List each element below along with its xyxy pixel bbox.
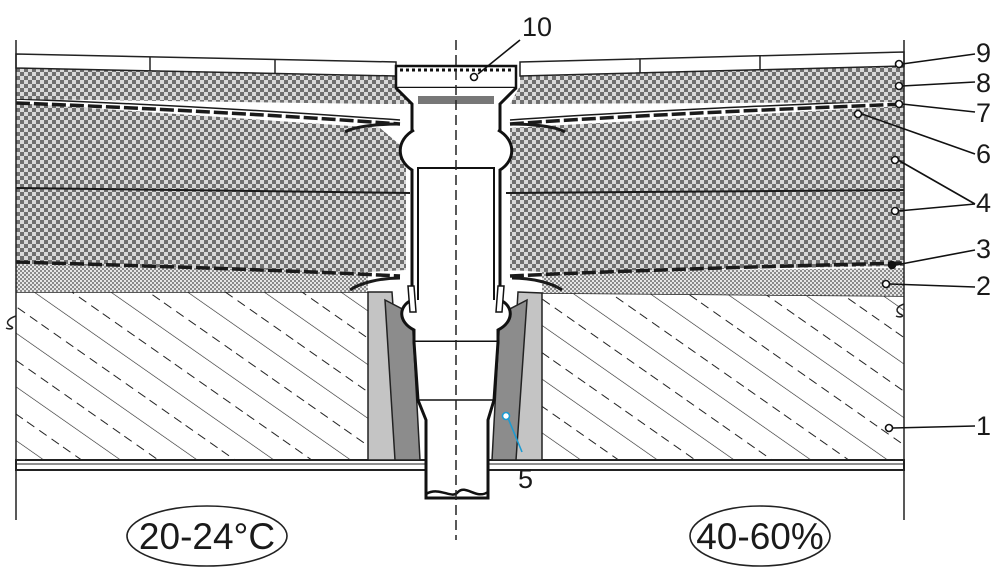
label-9: 9 <box>976 38 991 68</box>
humidity-badge: 40-60% <box>689 505 831 567</box>
label-4: 4 <box>976 188 991 218</box>
callout-leaders <box>469 39 976 453</box>
drain-sleeve <box>367 291 543 461</box>
section-boundaries <box>5 40 905 520</box>
humidity-text: 40-60% <box>696 516 824 557</box>
temperature-text: 20-24°C <box>139 516 275 557</box>
label-1: 1 <box>976 411 991 441</box>
label-8: 8 <box>976 68 991 98</box>
label-2: 2 <box>976 271 991 301</box>
insulation-layer <box>15 103 905 272</box>
label-3: 3 <box>976 234 991 264</box>
top-screed-layer <box>16 66 904 104</box>
label-7: 7 <box>976 98 991 128</box>
callout-labels: 9 8 7 6 4 3 2 1 5 10 <box>518 12 991 494</box>
label-5: 5 <box>518 464 533 494</box>
label-10: 10 <box>522 12 552 42</box>
temperature-badge: 20-24°C <box>126 505 288 567</box>
sealing-membranes <box>15 98 905 292</box>
label-6: 6 <box>976 139 991 169</box>
